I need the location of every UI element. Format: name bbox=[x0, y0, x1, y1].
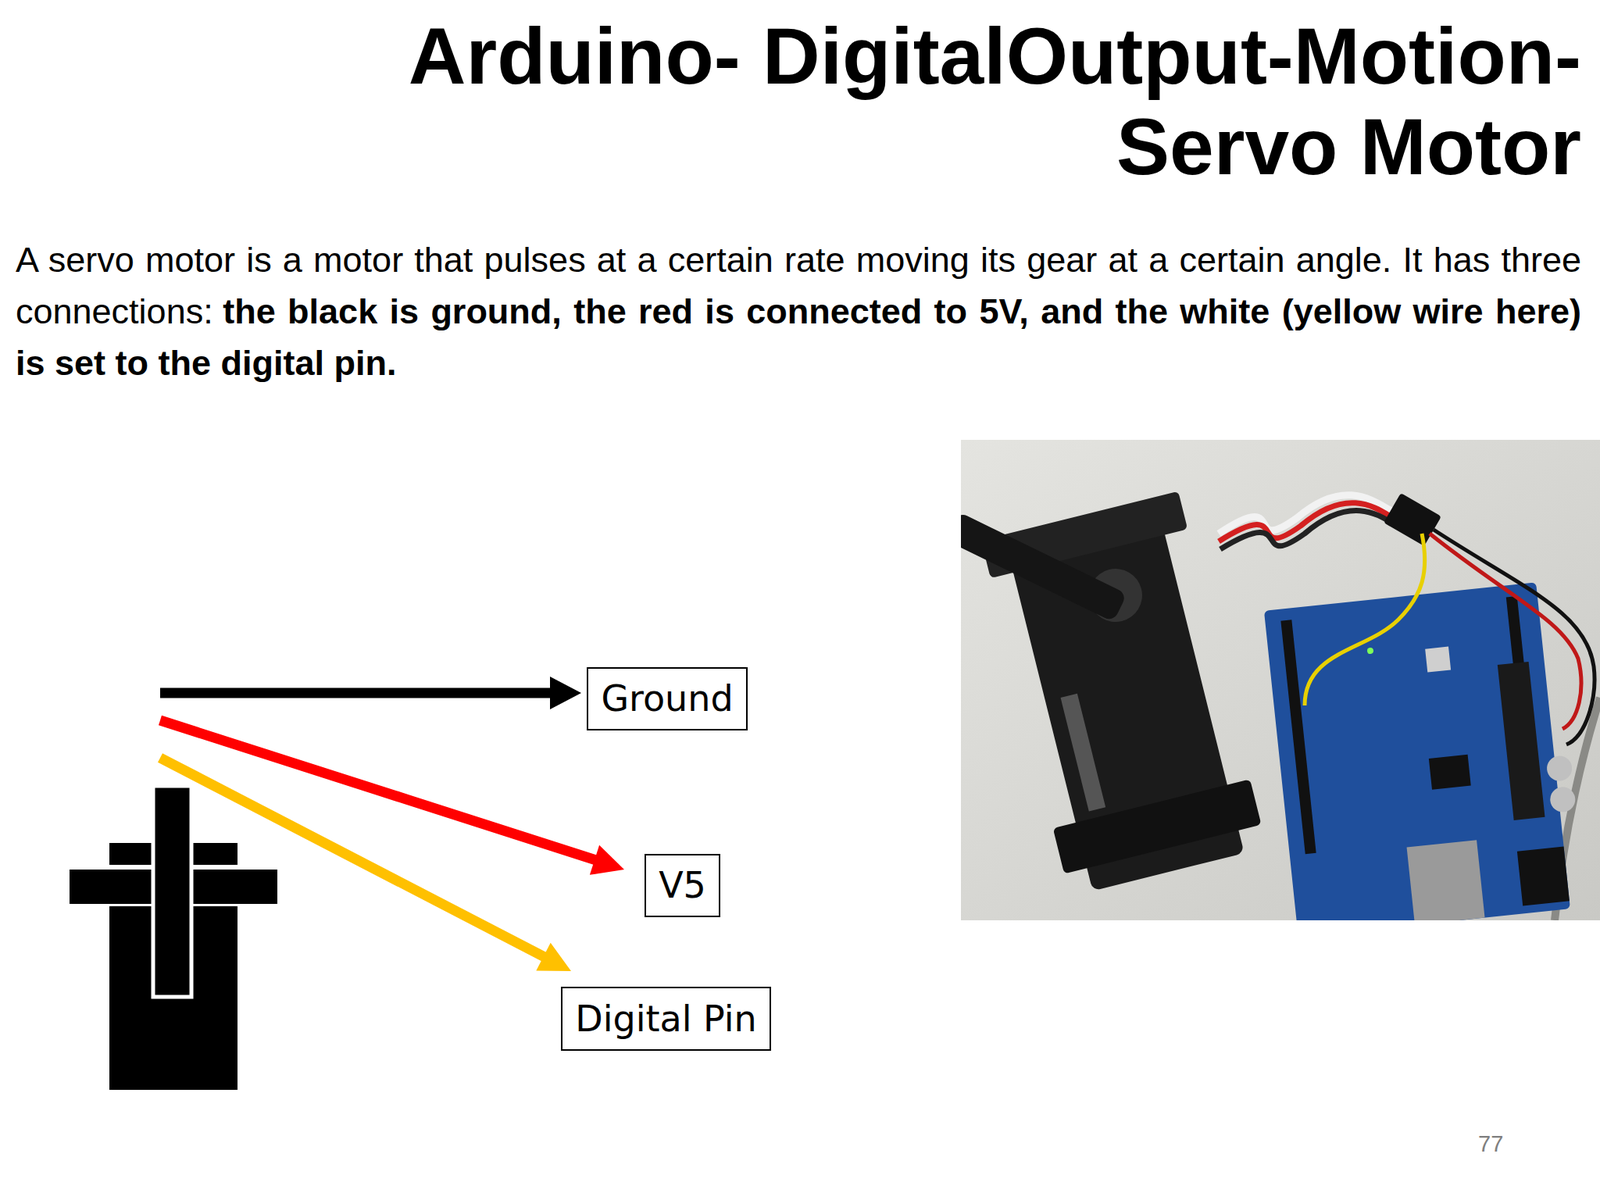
box-label: Ground bbox=[600, 668, 733, 729]
connection-box: Ground bbox=[586, 667, 748, 731]
connection-box: V5 bbox=[644, 853, 721, 918]
description-paragraph: A servo motor is a motor that pulses at … bbox=[15, 234, 1582, 390]
emphasis-text: the black is ground, the red is connecte… bbox=[15, 291, 1582, 383]
box-label: Digital Pin bbox=[575, 988, 757, 1050]
black-wire-arrow bbox=[160, 676, 582, 710]
yellow-wire-arrow bbox=[160, 757, 572, 972]
servo-arduino-photo bbox=[960, 439, 1600, 921]
page-title: Arduino- DigitalOutput-Motion-Servo Moto… bbox=[362, 10, 1582, 193]
box-label: V5 bbox=[658, 855, 707, 916]
title-text: Arduino- DigitalOutput-Motion-Servo Moto… bbox=[408, 11, 1582, 192]
servo-symbol bbox=[69, 785, 278, 1090]
page-number: 77 bbox=[1478, 1131, 1504, 1158]
connection-box: Digital Pin bbox=[560, 986, 772, 1051]
